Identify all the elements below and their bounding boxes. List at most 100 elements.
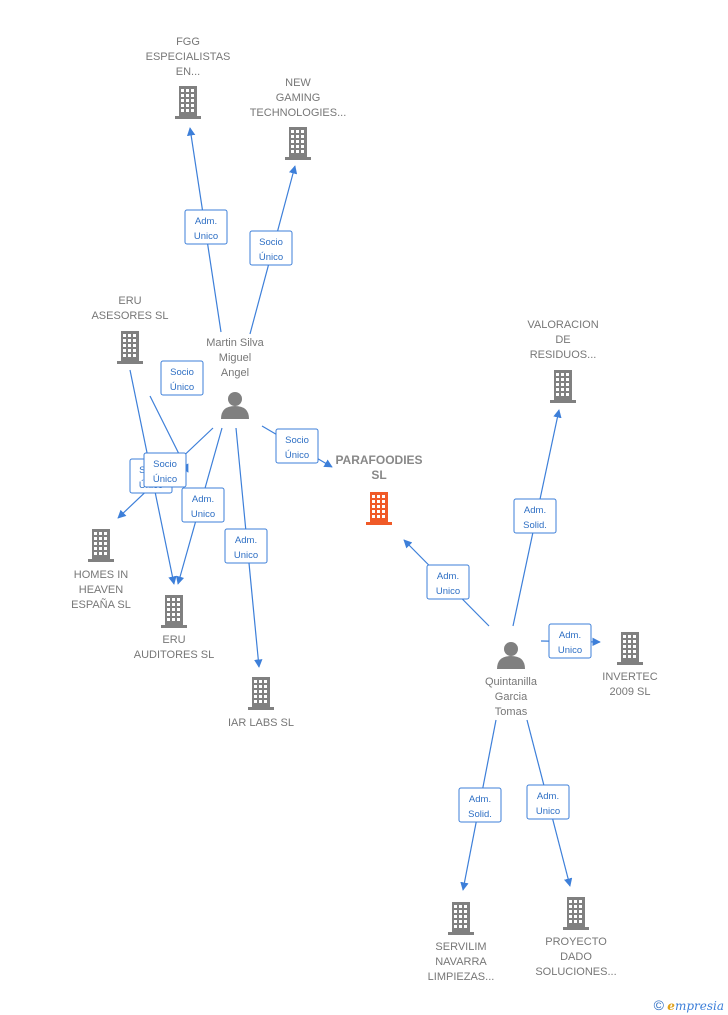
node-label-line: PROYECTO xyxy=(545,936,607,948)
node-valoracion[interactable]: VALORACION DE RESIDUOS... xyxy=(527,319,599,403)
edge-label-line: Único xyxy=(170,382,194,393)
node-label-line: Miguel xyxy=(219,352,251,364)
edge-label-line: Único xyxy=(285,450,309,461)
edge-label-line: Unico xyxy=(234,550,258,561)
edge-label-line: Socio xyxy=(153,459,177,470)
node-label-line: Quintanilla xyxy=(485,676,538,688)
node-label-line: ESPAÑA SL xyxy=(71,598,131,611)
edge-label-line: Unico xyxy=(191,509,215,520)
edge-label-line: Adm. xyxy=(559,630,581,641)
edge-label-line: Solid. xyxy=(468,809,492,820)
edge-label-line: Socio xyxy=(285,435,309,446)
node-label-line: AUDITORES SL xyxy=(134,649,215,661)
node-label-line: Tomas xyxy=(495,706,528,718)
edge-label-line: Único xyxy=(259,252,283,263)
node-label-line: ERU xyxy=(162,634,185,646)
node-label-line: NAVARRA xyxy=(435,956,487,968)
edge-label-line: Solid. xyxy=(523,520,547,531)
edge-label-line: Único xyxy=(153,474,177,485)
node-label-line: PARAFOODIES xyxy=(335,453,422,467)
edge-label-line: Adm. xyxy=(235,535,257,546)
edge-label-line: Adm. xyxy=(469,794,491,805)
node-iarlabs[interactable]: IAR LABS SL xyxy=(228,677,294,729)
edge-label-line: Adm. xyxy=(192,494,214,505)
edge-label-line: Socio xyxy=(259,237,283,248)
node-label-line: TECHNOLOGIES... xyxy=(250,107,347,119)
building-icon xyxy=(617,632,643,665)
node-label-line: INVERTEC xyxy=(602,671,657,683)
node-homes[interactable]: HOMES IN HEAVEN ESPAÑA SL xyxy=(71,529,131,611)
building-icon xyxy=(285,127,311,160)
building-icon xyxy=(117,331,143,364)
edge-label-line: Adm. xyxy=(524,505,546,516)
building-icon xyxy=(175,86,201,119)
node-label-line: LIMPIEZAS... xyxy=(428,971,495,983)
node-label-line: SL xyxy=(371,468,386,482)
building-icon xyxy=(88,529,114,562)
node-label-line: HEAVEN xyxy=(79,584,123,596)
node-label-line: IAR LABS SL xyxy=(228,717,294,729)
edge-label-line: Unico xyxy=(558,645,582,656)
node-label-line: ASESORES SL xyxy=(91,310,168,322)
node-label-line: ERU xyxy=(118,295,141,307)
node-label-line: DADO xyxy=(560,951,592,963)
building-icon xyxy=(161,595,187,628)
node-label-line: DE xyxy=(555,334,570,346)
edge-label-quintanilla-to-parafoodies[interactable]: Adm. Unico xyxy=(426,564,470,600)
node-label-line: VALORACION xyxy=(527,319,598,331)
building-icon xyxy=(563,897,589,930)
edge-label-line: Unico xyxy=(194,231,218,242)
building-icon xyxy=(448,902,474,935)
node-label-line: Martin Silva xyxy=(206,337,264,349)
node-eruauditores[interactable]: ERU AUDITORES SL xyxy=(134,595,215,661)
building-icon xyxy=(550,370,576,403)
node-label-line: GAMING xyxy=(276,92,321,104)
node-proyecto[interactable]: PROYECTO DADO SOLUCIONES... xyxy=(535,897,617,978)
edge-label-line: Adm. xyxy=(195,216,217,227)
edge-label-line: Unico xyxy=(536,806,560,817)
building-icon xyxy=(366,492,392,525)
node-servilim[interactable]: SERVILIM NAVARRA LIMPIEZAS... xyxy=(428,902,495,983)
edge-label-quintanilla-to-servilim[interactable]: Adm. Solid. xyxy=(458,787,502,823)
empresia-logo[interactable]: © empresia xyxy=(654,997,724,1013)
node-label-line: HOMES IN xyxy=(74,569,128,581)
node-label-line: Angel xyxy=(221,367,249,379)
node-label-line: FGG xyxy=(176,36,200,48)
node-label-line: NEW xyxy=(285,77,311,89)
brand-initial: e xyxy=(667,999,675,1013)
person-icon xyxy=(497,642,525,669)
node-eruasesores[interactable]: ERU ASESORES SL xyxy=(91,295,169,364)
node-newgaming[interactable]: NEW GAMING TECHNOLOGIES... xyxy=(250,77,347,160)
node-invertec[interactable]: INVERTEC 2009 SL xyxy=(602,632,658,698)
node-label-line: RESIDUOS... xyxy=(530,349,597,361)
node-fgg[interactable]: FGG ESPECIALISTAS EN... xyxy=(146,36,231,119)
building-icon xyxy=(248,677,274,710)
edge-label-line: Unico xyxy=(436,586,460,597)
node-label-line: ESPECIALISTAS xyxy=(146,51,231,63)
node-label-line: SERVILIM xyxy=(435,941,486,953)
copyright-icon: © xyxy=(653,997,664,1013)
person-icon xyxy=(221,392,249,419)
edge-label-martin-to-iarlabs[interactable]: Adm. Unico xyxy=(224,528,268,564)
node-label-line: EN... xyxy=(176,66,200,78)
edge-label-line: Socio xyxy=(170,367,194,378)
edge-label-line: Adm. xyxy=(437,571,459,582)
node-label-line: SOLUCIONES... xyxy=(535,966,616,978)
edge-label-quintanilla-to-valoracion[interactable]: Adm. Solid. xyxy=(513,498,557,534)
edge-label-quintanilla-to-invertec[interactable]: Adm. Unico xyxy=(548,623,592,659)
edge-label-martin-to-fgg[interactable]: Adm. Unico xyxy=(184,209,228,245)
edge-label-line: Adm. xyxy=(537,791,559,802)
node-label-line: 2009 SL xyxy=(610,686,651,698)
node-label-line: Garcia xyxy=(495,691,528,703)
edge-label-martin-to-eruauditores[interactable]: Adm. Unico xyxy=(181,487,225,523)
edge-label-quintanilla-to-proyecto[interactable]: Adm. Unico xyxy=(526,784,570,820)
brand-name: mpresia xyxy=(674,999,724,1013)
